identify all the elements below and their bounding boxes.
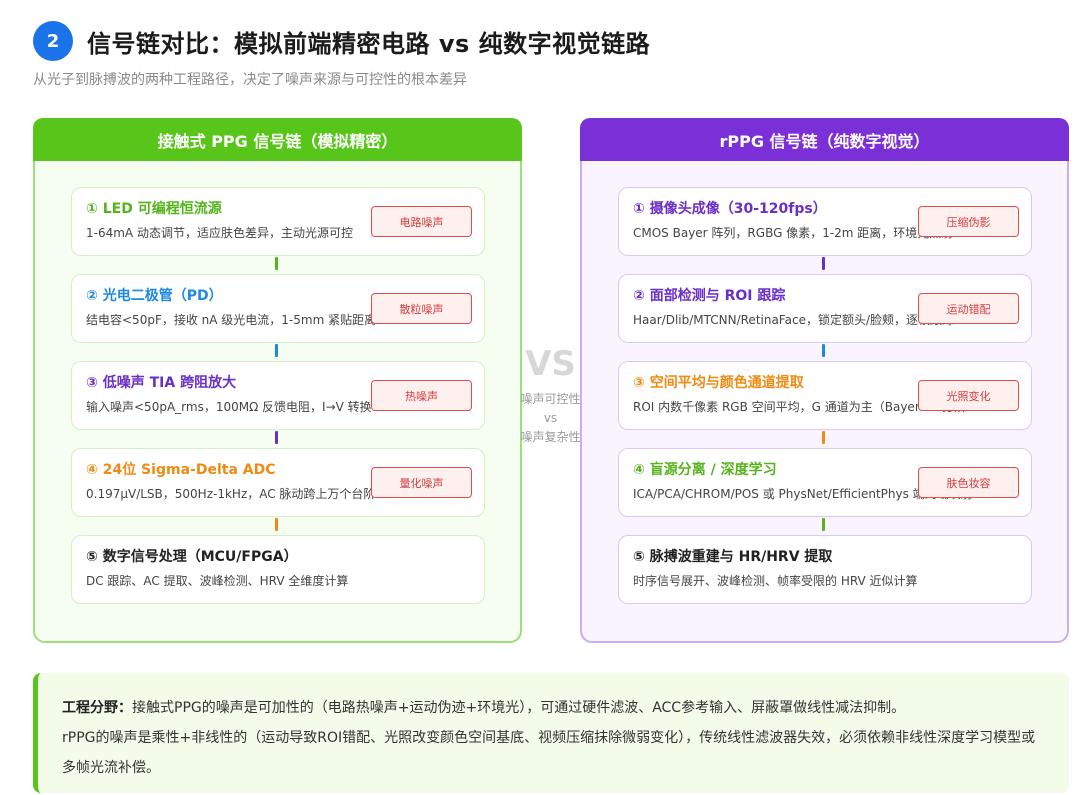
engineering-summary: 工程分野：接触式PPG的噪声是可加性的（电路热噪声+运动伪迹+环境光），可通过硬… <box>33 673 1069 793</box>
noise-tag: 量化噪声 <box>371 467 472 498</box>
vs-caption-line: vs <box>543 411 558 425</box>
rppg-step-5: ⑤ 脉搏波重建与 HR/HRV 提取 时序信号展开、波峰检测、帧率受限的 HRV… <box>618 535 1032 604</box>
connector <box>822 344 825 357</box>
noise-tag: 光照变化 <box>918 380 1019 411</box>
step-title: ① 摄像头成像（30-120fps） <box>633 201 827 217</box>
page-title: 信号链对比：模拟前端精密电路 vs 纯数字视觉链路 <box>87 29 651 58</box>
ppg-step-2: ② 光电二极管（PD） 结电容<50pF，接收 nA 级光电流，1-5mm 紧贴… <box>71 274 485 343</box>
rppg-step-4: ④ 盲源分离 / 深度学习 ICA/PCA/CHROM/POS 或 PhysNe… <box>618 448 1032 517</box>
vs-caption-line: 噪声复杂性 <box>520 430 581 444</box>
contact-ppg-panel: 接触式 PPG 信号链（模拟精密） ① LED 可编程恒流源 1-64mA 动态… <box>33 118 522 643</box>
vs-caption-line: 噪声可控性 <box>520 392 581 406</box>
connector <box>822 518 825 531</box>
rppg-panel: rPPG 信号链（纯数字视觉） ① 摄像头成像（30-120fps） CMOS … <box>580 118 1069 643</box>
contact-ppg-panel-title: 接触式 PPG 信号链（模拟精密） <box>33 118 522 161</box>
rppg-step-1: ① 摄像头成像（30-120fps） CMOS Bayer 阵列，RGBG 像素… <box>618 187 1032 256</box>
step-title: ② 光电二极管（PD） <box>86 288 223 304</box>
connector <box>822 257 825 270</box>
step-desc: DC 跟踪、AC 提取、波峰检测、HRV 全维度计算 <box>86 574 349 588</box>
vs-caption: 噪声可控性 vs 噪声复杂性 <box>511 390 590 447</box>
noise-tag: 压缩伪影 <box>918 206 1019 237</box>
noise-tag: 散粒噪声 <box>371 293 472 324</box>
section-number-badge: 2 <box>33 21 73 61</box>
step-title: ⑤ 脉搏波重建与 HR/HRV 提取 <box>633 549 833 565</box>
step-desc: CMOS Bayer 阵列，RGBG 像素，1-2m 距离，环境光照射 <box>633 226 954 240</box>
step-desc: 1-64mA 动态调节，适应肤色差异，主动光源可控 <box>86 226 353 240</box>
connector <box>275 257 278 270</box>
noise-tag: 电路噪声 <box>371 206 472 237</box>
connector <box>822 431 825 444</box>
page-subtitle: 从光子到脉搏波的两种工程路径，决定了噪声来源与可控性的根本差异 <box>33 72 467 88</box>
section-header: 2 信号链对比：模拟前端精密电路 vs 纯数字视觉链路 <box>33 21 650 61</box>
ppg-step-5: ⑤ 数字信号处理（MCU/FPGA） DC 跟踪、AC 提取、波峰检测、HRV … <box>71 535 485 604</box>
step-desc: ICA/PCA/CHROM/POS 或 PhysNet/EfficientPhy… <box>633 487 973 501</box>
step-desc: 结电容<50pF，接收 nA 级光电流，1-5mm 紧贴距离 <box>86 313 377 327</box>
noise-tag: 肤色妆容 <box>918 467 1019 498</box>
summary-text-1: 接触式PPG的噪声是可加性的（电路热噪声+运动伪迹+环境光），可通过硬件滤波、A… <box>132 700 906 716</box>
summary-label: 工程分野： <box>62 700 132 716</box>
summary-text-2: rPPG的噪声是乘性+非线性的（运动导致ROI错配、光照改变颜色空间基底、视频压… <box>62 730 1036 776</box>
step-title: ② 面部检测与 ROI 跟踪 <box>633 288 786 304</box>
step-desc: ROI 内数千像素 RGB 空间平均，G 通道为主（Bayer 2x 分辨 <box>633 400 967 414</box>
connector <box>275 344 278 357</box>
step-title: ① LED 可编程恒流源 <box>86 201 222 217</box>
ppg-step-4: ④ 24位 Sigma-Delta ADC 0.197μV/LSB，500Hz-… <box>71 448 485 517</box>
ppg-step-3: ③ 低噪声 TIA 跨阻放大 输入噪声<50pA_rms，100MΩ 反馈电阻，… <box>71 361 485 430</box>
connector <box>275 431 278 444</box>
step-desc: Haar/Dlib/MTCNN/RetinaFace，锁定额头/脸颊，逐帧跟踪 <box>633 313 954 327</box>
step-desc: 0.197μV/LSB，500Hz-1kHz，AC 脉动跨上万个台阶 <box>86 487 376 501</box>
step-title: ④ 盲源分离 / 深度学习 <box>633 462 777 478</box>
vs-label: VS <box>525 344 576 384</box>
step-title: ④ 24位 Sigma-Delta ADC <box>86 462 276 478</box>
rppg-step-2: ② 面部检测与 ROI 跟踪 Haar/Dlib/MTCNN/RetinaFac… <box>618 274 1032 343</box>
step-title: ③ 低噪声 TIA 跨阻放大 <box>86 375 237 391</box>
step-desc: 输入噪声<50pA_rms，100MΩ 反馈电阻，I→V 转换 <box>86 400 372 414</box>
step-title: ③ 空间平均与颜色通道提取 <box>633 375 804 391</box>
rppg-step-3: ③ 空间平均与颜色通道提取 ROI 内数千像素 RGB 空间平均，G 通道为主（… <box>618 361 1032 430</box>
step-desc: 时序信号展开、波峰检测、帧率受限的 HRV 近似计算 <box>633 574 918 588</box>
noise-tag: 运动错配 <box>918 293 1019 324</box>
noise-tag: 热噪声 <box>371 380 472 411</box>
vs-divider: VS 噪声可控性 vs 噪声复杂性 <box>520 344 580 447</box>
connector <box>275 518 278 531</box>
step-title: ⑤ 数字信号处理（MCU/FPGA） <box>86 549 298 565</box>
ppg-step-1: ① LED 可编程恒流源 1-64mA 动态调节，适应肤色差异，主动光源可控 电… <box>71 187 485 256</box>
rppg-panel-title: rPPG 信号链（纯数字视觉） <box>580 118 1069 161</box>
